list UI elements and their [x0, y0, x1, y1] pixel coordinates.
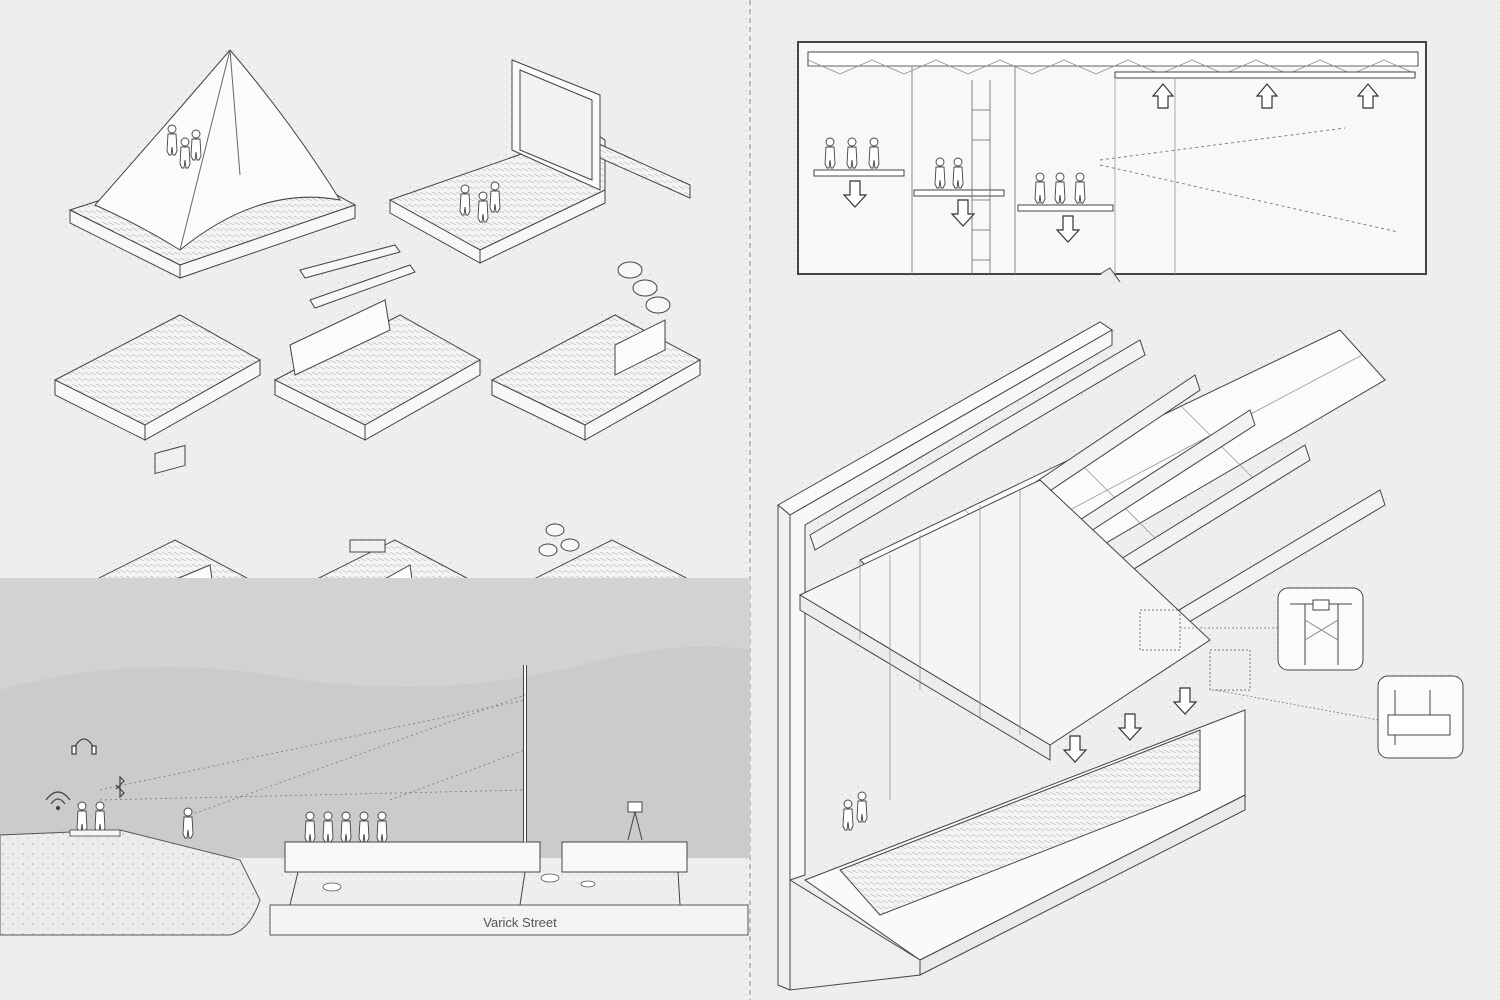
detail-callout-deck: [1377, 675, 1464, 759]
camera-icon: [627, 801, 643, 841]
wifi-icon: [45, 791, 71, 811]
bluetooth-icon: [115, 775, 125, 799]
street-label: Varick Street: [483, 915, 557, 930]
person-figure-icon: [76, 801, 88, 833]
structure-axonometric: [777, 321, 1386, 991]
iso-module-plain: [53, 314, 262, 441]
fish-icon: [322, 873, 596, 892]
headphones-icon: [71, 738, 97, 755]
iso-module-screen: [388, 59, 691, 264]
iso-module-benches: [273, 244, 482, 441]
iso-module-seating: [490, 261, 702, 441]
water-section: Varick Street: [0, 578, 750, 936]
building-section: [797, 41, 1427, 283]
floating-platform-camera: [561, 841, 688, 873]
floating-platform-audience: [284, 841, 541, 873]
detail-callout-truss: [1277, 587, 1364, 671]
iso-module-tent: [68, 49, 357, 279]
